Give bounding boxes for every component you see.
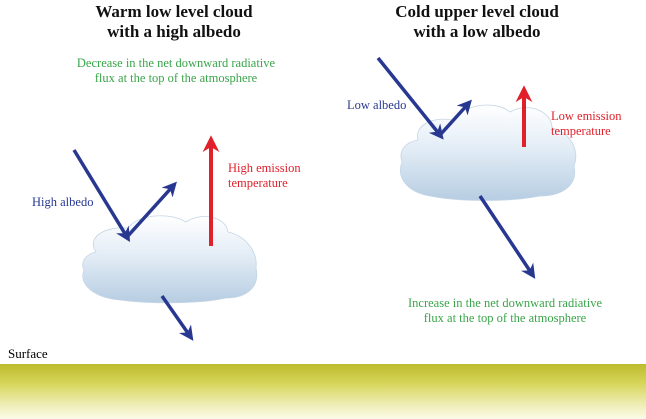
surface-label: Surface: [8, 346, 48, 361]
low-emission-line2: temperature: [551, 124, 611, 138]
incoming-solar-arrow-right: [376, 56, 444, 140]
transmitted-solar-arrow-left: [160, 294, 194, 341]
high-albedo-label: High albedo: [32, 195, 94, 209]
high-emission-line2: temperature: [228, 176, 288, 190]
low-cloud: [82, 215, 258, 304]
right-flux-note-line1: Increase in the net downward radiative: [407, 296, 602, 310]
low-albedo-label: Low albedo: [347, 98, 407, 112]
right-panel-title: Cold upper level cloud with a low albedo: [352, 2, 602, 42]
high-emission-label: High emission temperature: [228, 161, 301, 191]
left-title-line1: Warm low level cloud: [95, 2, 253, 21]
right-title-line1: Cold upper level cloud: [395, 2, 559, 21]
right-title-line2: with a low albedo: [413, 22, 541, 41]
surface-band: [0, 364, 646, 419]
left-title-line2: with a high albedo: [107, 22, 241, 41]
low-emission-line1: Low emission: [551, 109, 622, 123]
reflected-solar-arrow-right: [438, 99, 472, 137]
left-flux-note-line2: flux at the top of the atmosphere: [94, 71, 258, 85]
right-flux-note-line2: flux at the top of the atmosphere: [423, 311, 587, 325]
incoming-solar-arrow-left: [72, 149, 131, 243]
left-flux-note: Decrease in the net downward radiative f…: [56, 56, 296, 86]
left-flux-note-line1: Decrease in the net downward radiative: [76, 56, 276, 70]
right-flux-note: Increase in the net downward radiative f…: [380, 296, 630, 326]
high-emission-line1: High emission: [228, 161, 301, 175]
reflected-solar-arrow-left: [125, 181, 177, 239]
low-emission-label: Low emission temperature: [551, 109, 621, 139]
left-panel-title: Warm low level cloud with a high albedo: [58, 2, 290, 42]
transmitted-solar-arrow-right: [478, 195, 536, 279]
